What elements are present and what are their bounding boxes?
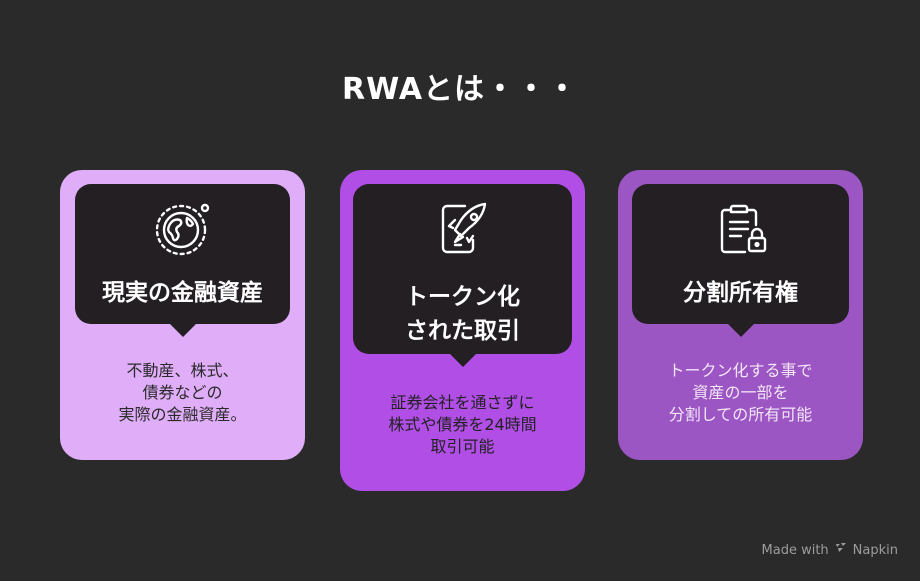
card-header-box: 現実の金融資産	[75, 184, 290, 337]
card-description: 証券会社を通さずに 株式や債券を24時間 取引可能	[388, 393, 537, 456]
card-real-assets: 現実の金融資産 不動産、株式、 債券などの 実際の金融資産。	[60, 170, 305, 460]
speech-pointer	[726, 323, 755, 337]
made-with-label: Made with	[761, 542, 829, 558]
speech-pointer	[168, 323, 197, 337]
card-fractional-ownership: 分割所有権 トークン化する事で 資産の一部を 分割しての所有可能	[618, 170, 863, 460]
napkin-brand: Napkin	[852, 542, 898, 558]
card-heading: 現実の金融資産	[102, 280, 263, 306]
made-with-badge: Made with Napkin	[762, 541, 898, 559]
card-header-box: トークン化 された取引	[353, 184, 572, 367]
speech-pointer	[448, 353, 477, 367]
card-description: トークン化する事で 資産の一部を 分割しての所有可能	[668, 361, 813, 424]
card-heading: トークン化 された取引	[405, 284, 520, 344]
globe-icon	[151, 196, 215, 260]
clipboard-lock-icon	[709, 196, 773, 260]
card-header-box: 分割所有権	[632, 184, 849, 337]
card-description: 不動産、株式、 債券などの 実際の金融資産。	[118, 361, 247, 424]
card-tokenized-trading: トークン化 された取引 証券会社を通さずに 株式や債券を24時間 取引可能	[340, 170, 585, 491]
page-title: RWAとは・・・	[341, 72, 579, 107]
phone-rocket-icon	[431, 196, 495, 260]
napkin-logo-icon	[834, 541, 848, 559]
card-heading: 分割所有権	[683, 280, 798, 306]
